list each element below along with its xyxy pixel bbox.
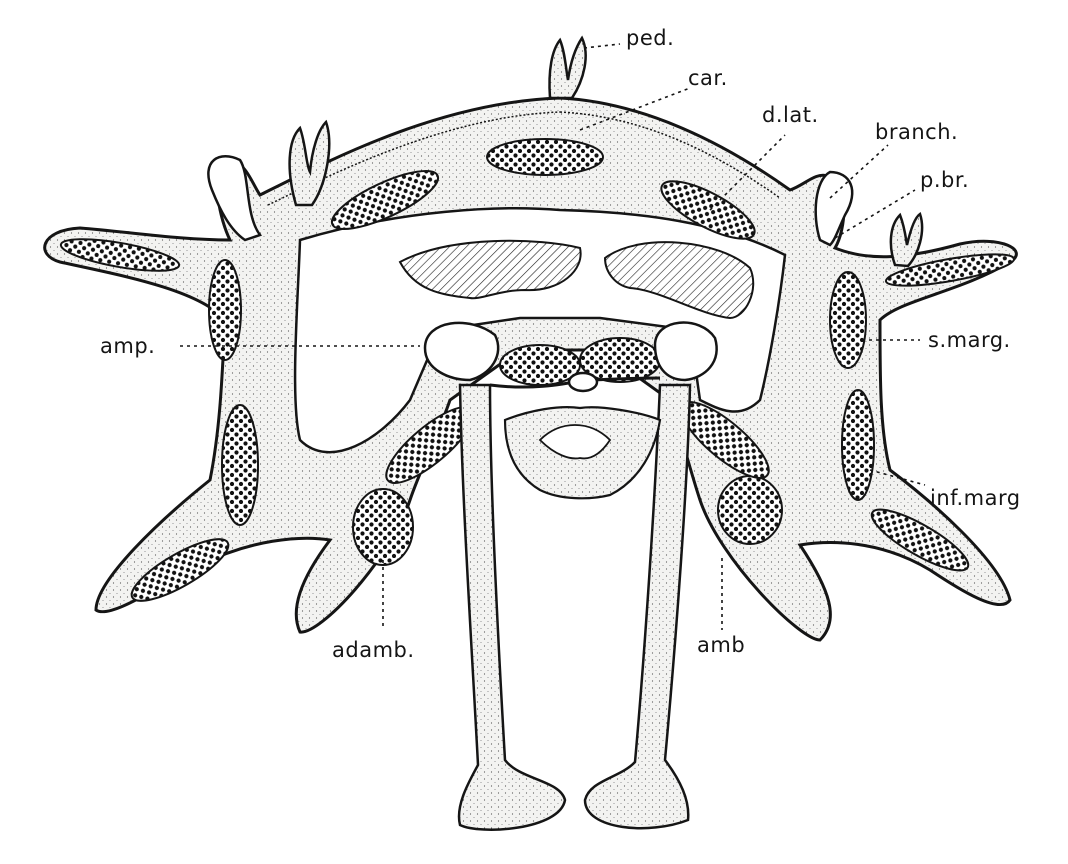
supramarginal-ossicle-right	[829, 271, 867, 369]
adambulacral-ossicle-right	[717, 475, 783, 545]
leader-inf-marg	[869, 469, 926, 486]
ampulla-right	[653, 321, 718, 382]
pedicellaria-right	[889, 212, 924, 268]
digestive-caecum-left	[398, 239, 582, 300]
tube-foot-left	[457, 383, 567, 831]
pedicellariae	[288, 35, 924, 268]
supramarginal-ossicle-left	[208, 259, 242, 361]
pedicellaria-top	[548, 35, 587, 100]
adambulacral-ossicle-left	[352, 488, 414, 566]
ambulacral-arch-left	[499, 344, 581, 386]
label-branch: branch.	[875, 120, 959, 144]
inframarginal-ossicle-left	[221, 404, 259, 526]
label-ped: ped.	[626, 26, 675, 50]
leader-p-br	[834, 189, 916, 239]
tube-foot-right	[583, 383, 692, 830]
label-p-br: p.br.	[920, 168, 970, 192]
radial-canal-lumen	[567, 371, 599, 393]
label-car: car.	[688, 66, 728, 90]
leader-ped	[583, 43, 621, 49]
ampulla-left	[423, 321, 500, 382]
dorsolateral-ossicle-right	[660, 180, 756, 240]
skeletal-ossicles	[59, 138, 1016, 602]
arm-tip-ossicle-right	[884, 253, 1016, 287]
pedicellaria-left	[288, 119, 331, 207]
inframarginal-ossicle-right	[841, 389, 875, 501]
carinal-ossicle	[486, 138, 604, 176]
dorsolateral-ossicle-left	[330, 170, 440, 230]
papula-right	[814, 170, 854, 247]
label-amp: amp.	[100, 334, 156, 358]
tube-feet	[423, 321, 718, 831]
radial-nerve-cord	[538, 424, 612, 460]
label-s-marg: s.marg.	[928, 328, 1011, 352]
label-leader-lines	[180, 43, 926, 630]
digestive-caecum-right	[603, 241, 755, 320]
label-d-lat: d.lat.	[762, 103, 819, 127]
papula-left	[207, 155, 263, 242]
label-adamb: adamb.	[332, 638, 415, 662]
leader-car	[579, 87, 691, 131]
spine-ossicle-right	[870, 508, 970, 572]
label-inf-marg: inf.marg	[930, 486, 1021, 510]
papulae	[207, 155, 854, 247]
arm-tip-ossicle-left	[59, 238, 181, 272]
label-amb: amb	[697, 633, 746, 657]
spine-ossicle-left	[130, 538, 230, 602]
leader-branch	[829, 144, 889, 199]
